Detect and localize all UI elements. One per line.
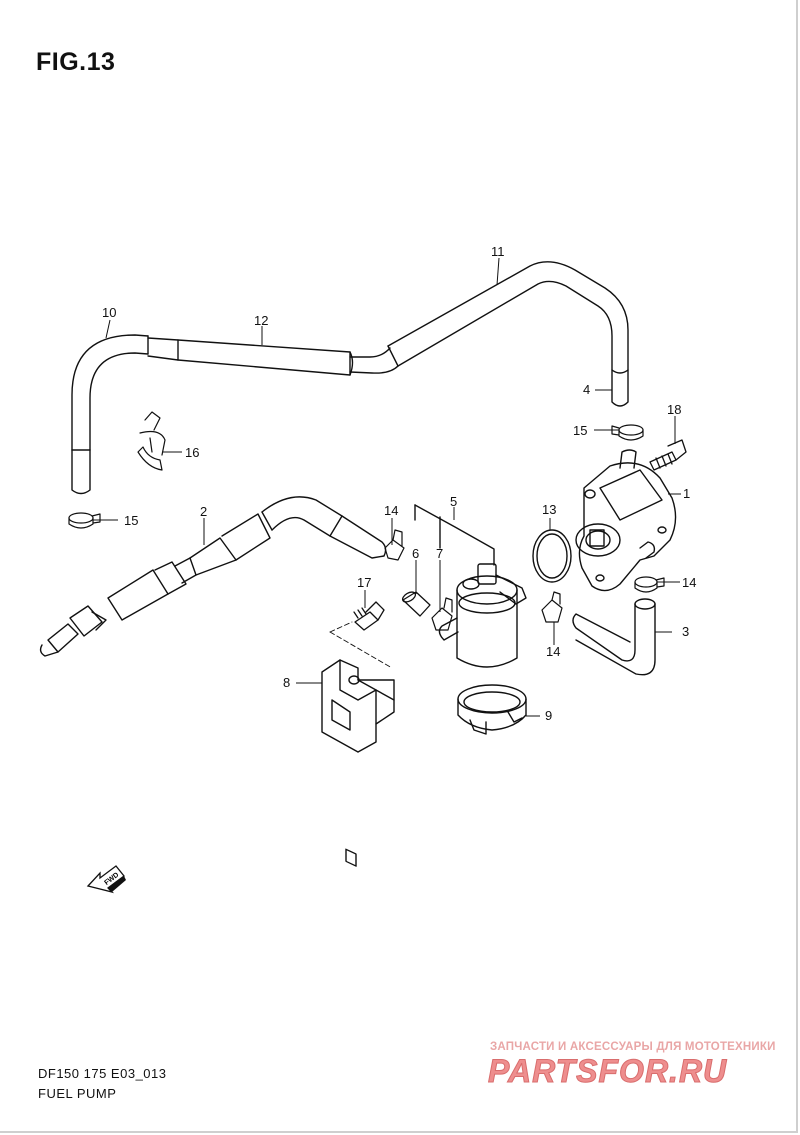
clip-16 [137,411,166,471]
figure-title: FIG.13 [36,48,116,76]
callout-8: 8 [283,675,290,690]
o-ring-13 [532,529,572,583]
screw-18 [649,439,687,471]
hose-10 [71,334,149,495]
callout-1: 1 [683,486,690,501]
callout-6: 6 [412,546,419,561]
callout-2: 2 [200,504,207,519]
assembly-name: FUEL PUMP [38,1086,117,1101]
callout-14-lower: 14 [546,644,560,659]
grommet-6 [401,591,431,617]
callout-18: 18 [667,402,681,417]
bracket-8 [321,659,395,867]
clamp-7 [431,597,453,631]
callout-13: 13 [542,502,556,517]
callout-10: 10 [102,305,116,320]
leader-lines [92,257,681,717]
callout-11: 11 [491,244,505,259]
watermark-tagline: ЗАПЧАСТИ И АКСЕССУАРЫ ДЛЯ МОТОТЕХНИКИ [490,1041,776,1053]
clamp-15-right [611,424,644,441]
callout-15-right: 15 [573,423,587,438]
callout-5: 5 [450,494,457,509]
fuel-pump-1 [575,449,677,592]
callout-4: 4 [583,382,590,397]
clamp-14-upper [384,529,405,561]
model-code: DF150 175 E03_013 [38,1066,167,1081]
callout-17: 17 [357,575,371,590]
fuel-filter-5 [414,504,527,668]
watermark-logo: PARTSFOR.RU [487,1053,728,1090]
hose-11 [387,261,629,371]
clamp-14-right [634,576,665,593]
callout-12: 12 [254,313,268,328]
callout-labels: 1 2 3 4 5 6 7 8 9 10 11 12 13 14 14 14 1… [102,244,696,723]
callout-9: 9 [545,708,552,723]
hose-3 [572,598,656,676]
clamp-15-left [68,512,101,529]
hose-12 [147,337,399,376]
clamp-ring-9 [457,684,527,735]
callout-15-left: 15 [124,513,138,528]
hose-2 [39,496,387,657]
clamp-14-lower [541,591,563,623]
callout-14-upper: 14 [384,503,398,518]
callout-16: 16 [185,445,199,460]
forward-arrow-icon: FWD [86,865,126,894]
callout-3: 3 [682,624,689,639]
bolt-17 [353,601,385,631]
callout-14-right: 14 [682,575,696,590]
callout-7: 7 [436,546,443,561]
leader-dashes [329,621,393,669]
hose-4 [611,369,629,407]
